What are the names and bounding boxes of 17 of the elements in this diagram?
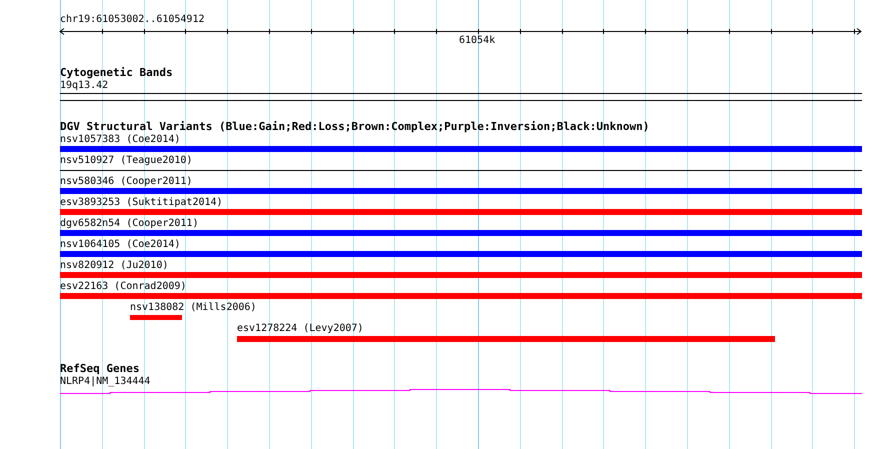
gene-label: NLRP4|NM_134444 (60, 376, 150, 388)
coordinate-range-label: chr19:61053002..61054912 (60, 14, 204, 26)
variant-label: nsv1057383 (Coe2014) (60, 134, 180, 146)
variant-label: esv22163 (Conrad2009) (60, 281, 186, 293)
band-name: 19q13.42 (60, 80, 108, 92)
variant-label: nsv1064105 (Coe2014) (60, 239, 180, 251)
variant-label: nsv510927 (Teague2010) (60, 155, 192, 167)
variant-label: dgv6582n54 (Cooper2011) (60, 218, 198, 230)
track-title: RefSeq Genes (60, 363, 140, 375)
tick-label: 61054k (459, 35, 496, 47)
variant-label: nsv820912 (Ju2010) (60, 260, 168, 272)
variant-label: nsv138082 (Mills2006) (130, 302, 256, 314)
variant-label: nsv580346 (Cooper2011) (60, 176, 192, 188)
track-title: Cytogenetic Bands (60, 67, 173, 79)
track-title: DGV Structural Variants (Blue:Gain;Red:Loss;Brown:Complex;Purple:Inversion;Black:Unknown) (60, 121, 650, 133)
variant-label: esv1278224 (Levy2007) (237, 323, 364, 335)
variant-label: esv3893253 (Suktitipat2014) (60, 197, 223, 209)
